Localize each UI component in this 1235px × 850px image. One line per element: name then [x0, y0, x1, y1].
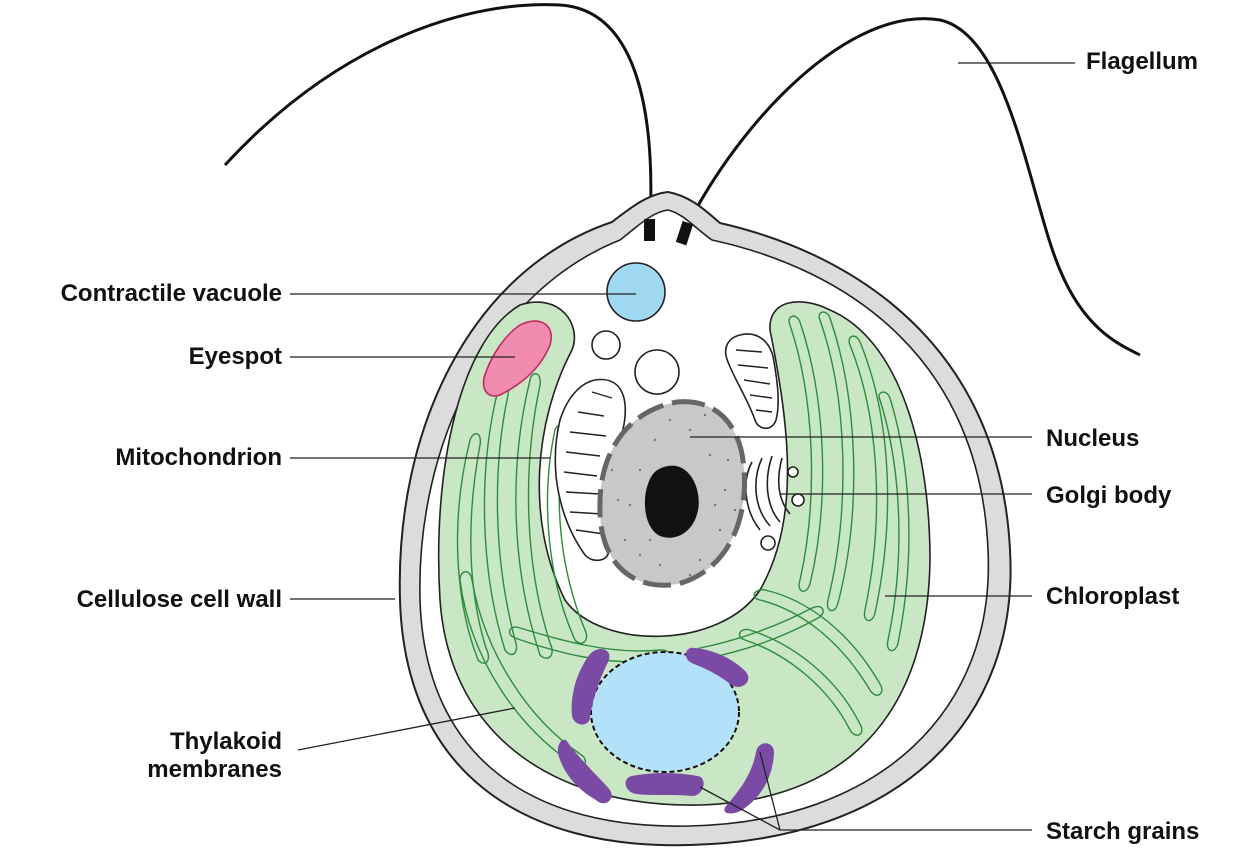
basal-body-left	[644, 219, 655, 241]
label-thylakoid-line1: Thylakoid	[0, 728, 282, 756]
label-chloroplast: Chloroplast	[1046, 583, 1179, 611]
vacuole-medium	[635, 350, 679, 394]
label-eyespot: Eyespot	[0, 343, 282, 371]
label-nucleus: Nucleus	[1046, 425, 1139, 453]
contractile-vacuole	[607, 263, 665, 321]
label-mitochondrion: Mitochondrion	[0, 444, 282, 472]
nucleolus	[645, 466, 699, 538]
label-flagellum: Flagellum	[1086, 48, 1198, 76]
label-golgi-body: Golgi body	[1046, 482, 1171, 510]
label-thylakoid-membranes: Thylakoid membranes	[0, 728, 282, 784]
label-starch-grains: Starch grains	[1046, 818, 1199, 846]
label-contractile-vacuole: Contractile vacuole	[0, 280, 282, 308]
label-cellulose-cell-wall: Cellulose cell wall	[0, 586, 282, 614]
vacuole-small	[592, 331, 620, 359]
flagellum-left	[225, 5, 651, 225]
label-thylakoid-line2: membranes	[0, 756, 282, 784]
